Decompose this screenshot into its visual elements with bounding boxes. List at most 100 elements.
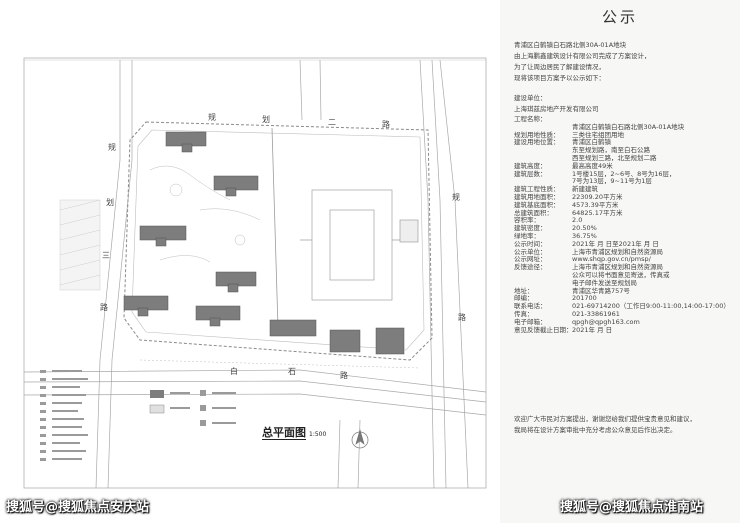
road-label: 划 (262, 114, 270, 124)
project-info-list: 工程名称： 青浦区白鹤镇白石路北侧30A-01A地块 规划用地性质： 三类住宅组团… (514, 115, 736, 335)
info-row: 传真： 021-33861961 (514, 309, 736, 319)
intro-line: 由上海鹏鑫建筑设计有限公司完成了方案设计， (514, 52, 651, 60)
info-row: 西至规划三路，北至规划二路 (514, 153, 736, 163)
building-block (329, 329, 361, 353)
info-label: 公示网址： (514, 255, 547, 264)
info-value: 电子邮件发送至规划局 (572, 278, 637, 287)
info-value: 20.50% (572, 224, 597, 233)
info-label: 建筑工程性质： (514, 185, 560, 194)
north-arrow-icon (351, 428, 369, 449)
drawing-frame (23, 57, 487, 489)
road-network (23, 59, 487, 489)
notice-closing: 欢迎广大市民对方案提出，谢谢您给我们提供宝贵意见和建议， 我局将在设计方案审批中… (514, 414, 736, 436)
east-block (300, 189, 419, 301)
info-row: 建设用地位置：青浦区白鹤镇 (514, 139, 736, 147)
info-row: 电子邮箱：qpgh@qpgh163.com (514, 317, 736, 327)
info-label: 建筑密度： (514, 224, 547, 233)
closing-line: 我局将在设计方案审批中充分考虑公众意见后作出决定。 (514, 426, 677, 434)
adjacent-parcel (59, 199, 101, 291)
info-row: 建筑层数：1号楼15层，2~6号、8号为16层， (514, 169, 736, 179)
road-label: 规 (108, 142, 116, 152)
info-value: 36.75% (572, 231, 597, 240)
road-label: 路 (458, 312, 466, 322)
info-label: 建筑高度： (514, 161, 547, 170)
info-label: 传真： (514, 309, 534, 318)
notice-intro: 青浦区白鹤镇白石路北侧30A-01A地块 由上海鹏鑫建筑设计有限公司完成了方案设… (514, 40, 734, 84)
site-plan-drawing: 规 划 二 路 规 划 三 路 规 路 白 石 路 (23, 57, 487, 489)
info-value: 64825.17平方米 (572, 208, 623, 217)
info-value: 上海市青浦区规划和自然资源局 (572, 263, 663, 272)
info-value: 22309.20平方米 (572, 192, 623, 201)
road-label: 三 (102, 251, 110, 260)
info-row: 7号为13层，9~11号为1层 (514, 178, 736, 186)
road-label: 路 (340, 370, 348, 380)
info-row: 建筑高度：最高高度49米 (514, 161, 736, 171)
info-value: 4573.39平方米 (572, 200, 619, 209)
info-value: www.shqp.gov.cn/pmsp/ (572, 255, 651, 264)
info-label: 公示单位： (514, 247, 547, 256)
info-value: 上海市青浦区规划和自然资源局 (572, 247, 663, 256)
info-row: 建筑基底面积： 4573.39平方米 (514, 200, 736, 210)
info-row: 东至规划路，南至白石公路 (514, 146, 736, 155)
plan-title-text: 总平面图 (262, 426, 306, 440)
road-label: 划 (106, 197, 114, 207)
info-value: 2021年 月 日至2021年 月 日 (572, 239, 659, 248)
info-row: 公示时间： 2021年 月 日至2021年 月 日 (514, 239, 736, 249)
info-label (514, 272, 572, 280)
road-label: 规 (452, 192, 460, 202)
legend (40, 370, 236, 461)
info-value: 三类住宅组团用地 (572, 130, 624, 139)
info-row: 意见反馈截止日期：2021年 月 日 (514, 325, 736, 335)
info-label: 意见反馈截止日期： (514, 325, 573, 334)
info-row: 规划用地性质： 三类住宅组团用地 (514, 130, 736, 140)
info-label (514, 147, 572, 155)
info-label: 容积率： (514, 216, 540, 225)
info-row: 反馈途径：上海市青浦区规划和自然资源局 (514, 263, 736, 272)
info-value: 2021年 月 日 (572, 325, 613, 334)
road-label: 石 (288, 367, 296, 376)
info-value: 西至规划三路，北至规划二路 (572, 153, 657, 162)
info-row: 建筑密度： 20.50% (514, 224, 736, 233)
info-label: 公示时间： (514, 239, 547, 248)
building-block (375, 327, 405, 355)
info-row: 青浦区白鹤镇白石路北侧30A-01A地块 (514, 123, 736, 132)
site-boundary (123, 121, 433, 361)
info-row: 建筑用地面积： 22309.20平方米 (514, 192, 736, 202)
road-label: 路 (382, 119, 390, 129)
info-row: 联系电话：021-69714200（工作日9:00-11:00,14:00-17… (514, 302, 736, 311)
info-label: 邮编： (514, 294, 534, 303)
info-label: 建筑用地面积： (514, 192, 560, 201)
building-block (269, 319, 317, 337)
notice-title: 公示 (601, 8, 638, 26)
info-value: 021-69714200（工作日9:00-11:00,14:00-17:00） (572, 302, 730, 311)
info-value: 新建建筑 (572, 185, 598, 194)
info-label: 工程名称： (514, 115, 547, 123)
notice-panel: 公示 青浦区白鹤镇白石路北侧30A-01A地块 由上海鹏鑫建筑设计有限公司完成了… (500, 0, 740, 523)
intro-line: 为了让周边居民了解建设情况， (514, 63, 605, 71)
info-value: 东至规划路，南至白石公路 (572, 146, 650, 155)
road-label: 二 (328, 118, 336, 127)
plan-scale: 1:500 (309, 431, 327, 438)
info-label: 建筑基底面积： (514, 200, 560, 209)
info-row: 工程名称： (514, 115, 736, 124)
road-label: 路 (100, 302, 108, 312)
info-label: 电子邮箱： (514, 317, 547, 326)
intro-line: 现将该项目方案予以公示如下： (514, 74, 605, 82)
info-row: 地址：青浦区华青路757号 (514, 287, 736, 296)
info-value: 021-33861961 (572, 309, 620, 318)
info-label: 规划用地性质： (514, 130, 560, 139)
intro-line: 青浦区白鹤镇白石路北侧30A-01A地块 (514, 41, 627, 49)
info-value: 青浦区白鹤镇 (572, 138, 611, 147)
info-value: 2.0 (572, 216, 583, 225)
info-row: 公示网址： www.shqp.gov.cn/pmsp/ (514, 256, 736, 264)
developer-value: 上海琪兹房地产开发有限公司 (514, 105, 599, 113)
info-label: 总建筑面积： (514, 208, 553, 217)
buildings (123, 131, 405, 355)
info-row: 公众可以将书面意见寄送，传真或 (514, 270, 736, 280)
info-row: 邮编： 201700 (514, 295, 736, 303)
info-value: 201700 (572, 294, 597, 303)
info-value: 公众可以将书面意见寄送，传真或 (572, 270, 670, 279)
info-label: 建筑层数： (514, 169, 547, 178)
